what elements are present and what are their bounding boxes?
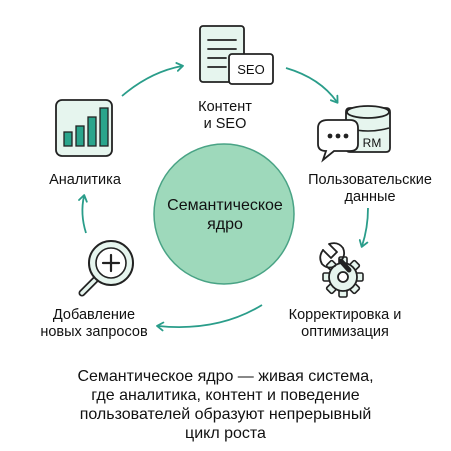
arrow-userdata-to-optimization — [358, 207, 369, 248]
node-label-line: Добавление — [52, 307, 136, 323]
document-seo-icon: SEO — [199, 25, 274, 85]
center-label: Семантическое ядро — [155, 196, 295, 234]
seo-badge-text: SEO — [237, 62, 264, 77]
caption-line: цикл роста — [185, 425, 266, 442]
node-label-line: новых запросов — [40, 324, 148, 340]
node-label-line: Пользовательские — [308, 172, 432, 188]
node-label-analytics: Аналитика — [35, 172, 135, 189]
node-label-line: Аналитика — [49, 172, 121, 188]
center-label-line: ядро — [207, 216, 243, 233]
arrow-optimization-to-queries — [156, 304, 263, 332]
arrow-queries-to-analytics — [78, 194, 88, 234]
caption-line: Семантическое ядро — живая система, — [77, 368, 374, 385]
node-label-line: оптимизация — [301, 324, 389, 340]
node-label-line: и SEO — [203, 116, 247, 132]
magnifier-plus-icon — [78, 240, 134, 297]
caption-line: пользователей образуют непрерывный — [79, 406, 372, 423]
caption-line: где аналитика, контент и поведение — [91, 387, 360, 404]
caption: Семантическое ядро — живая система, где … — [20, 367, 431, 443]
node-label-user-data: Пользовательские данные — [290, 172, 450, 206]
node-label-queries: Добавление новых запросов — [24, 307, 164, 341]
node-label-line: Контент — [198, 99, 252, 115]
node-label-optimization: Корректировка и оптимизация — [270, 307, 420, 341]
node-label-line: Корректировка и — [288, 307, 402, 323]
arrow-analytics-to-content — [121, 62, 184, 97]
node-label-content: Контент и SEO — [170, 99, 280, 133]
center-label-line: Семантическое — [167, 197, 283, 214]
center-circle — [153, 143, 295, 285]
node-label-line: данные — [344, 189, 396, 205]
bar-chart-icon — [55, 99, 113, 157]
rm-badge-text: RM — [363, 136, 382, 150]
wrench-gear-icon — [319, 242, 364, 298]
arrow-content-to-userdata — [285, 67, 339, 104]
chat-database-icon: RM — [317, 105, 391, 163]
